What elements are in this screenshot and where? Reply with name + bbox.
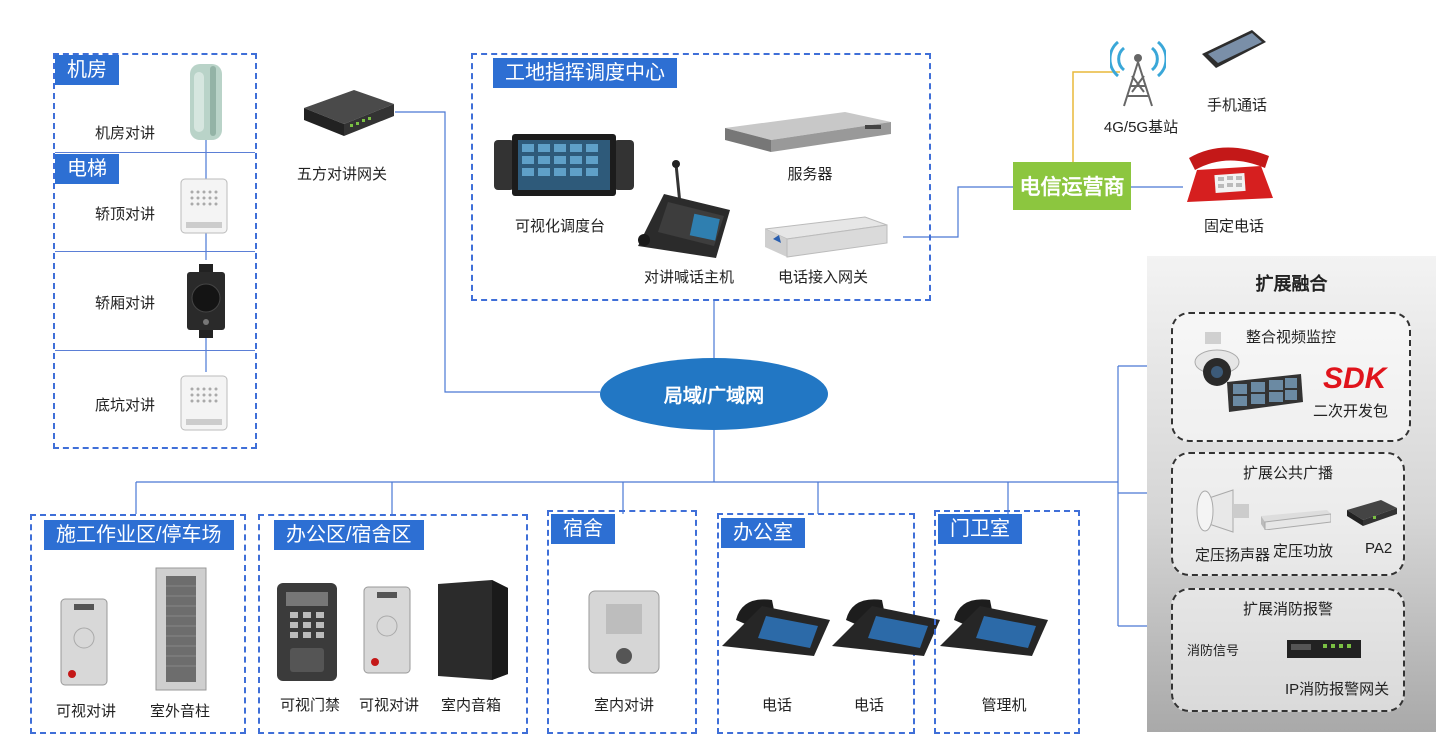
tag-command-center: 工地指挥调度中心 [493,58,677,88]
intercom-host-label: 对讲喊话主机 [643,269,735,286]
divider [55,350,255,351]
speaker-panel-icon [180,178,228,239]
tag-office-dorm-zone: 办公区/宿舍区 [274,520,424,550]
tag-server-room: 机房 [55,55,119,85]
horn-speaker-icon [1193,482,1253,543]
fire-alarm-box: 扩展消防报警 消防信号 IP消防报警网关 [1171,588,1405,712]
fire-gateway-label: IP消防报警网关 [1285,681,1390,698]
gateway-box-icon [294,84,398,145]
landline-label: 固定电话 [1203,218,1265,235]
dispatch-console-icon [494,130,634,207]
elevator-room-group [53,53,257,449]
wall-intercom-icon [186,62,226,147]
dispatch-console-label: 可视化调度台 [514,218,606,235]
server-rack-icon [725,110,893,161]
indoor-speaker-label: 室内音箱 [440,697,502,714]
tag-elevator: 电梯 [55,154,119,184]
zone-guard-room [934,510,1080,734]
dome-camera-icon [1191,332,1247,395]
video-surveillance-box: 整合视频监控 SDK 二次开发包 [1171,312,1411,442]
server-room-intercom-label: 机房对讲 [94,125,156,142]
amplifier-label: 定压功放 [1273,543,1334,560]
outdoor-speaker-column-label: 室外音柱 [149,703,211,720]
access-control-label: 可视门禁 [279,697,341,714]
monitor-wall-icon [1227,372,1305,421]
indoor-intercom-label: 室内对讲 [593,697,655,714]
server-label: 服务器 [787,166,833,183]
five-party-gateway-label: 五方对讲网关 [296,166,388,183]
amplifier-icon [1261,508,1332,535]
base-station-label: 4G/5G基站 [1103,119,1179,136]
construction-video-intercom-label: 可视对讲 [55,703,117,720]
outdoor-speaker-column-icon [152,566,210,697]
sdk-logo: SDK [1323,362,1387,395]
public-broadcast-box: 扩展公共广播 定压扬声器 定压功放 PA2 [1171,452,1405,576]
command-center-group [471,53,931,301]
mobile-call-label: 手机通话 [1206,97,1268,114]
mobile-phone-icon [1200,28,1268,77]
indoor-speaker-icon [436,580,510,685]
management-unit-label: 管理机 [981,697,1027,714]
pit-intercom-label: 底坑对讲 [94,397,156,414]
horn-speaker-label: 定压扬声器 [1195,547,1271,564]
intercom-host-phone-icon [634,160,738,265]
car-top-intercom-label: 轿顶对讲 [94,206,156,223]
fire-signal-label: 消防信号 [1187,643,1240,658]
tag-dormitory-zone: 宿舍 [551,514,615,544]
fire-alarm-gateway-icon [1285,636,1363,667]
lan-wan-network: 局域/广域网 [600,358,828,430]
tag-office-zone: 办公室 [721,518,805,548]
fire-alarm-title: 扩展消防报警 [1242,601,1333,618]
access-control-icon [276,582,338,687]
car-intercom-label: 轿厢对讲 [94,295,156,312]
cell-tower-icon [1108,36,1168,113]
tag-guard-room-zone: 门卫室 [938,514,1022,544]
extension-title: 扩展融合 [1255,274,1328,294]
indoor-intercom-icon [588,590,660,679]
zone-dormitory [547,510,697,734]
public-broadcast-title: 扩展公共广播 [1242,465,1333,482]
office-phone-label: 电话 [761,697,793,714]
video-intercom-icon [363,586,411,679]
tag-construction-zone: 施工作业区/停车场 [44,520,234,550]
phone-gateway-label: 电话接入网关 [777,269,869,286]
pa2-device-icon [1345,498,1399,533]
car-intercom-icon [185,264,227,343]
video-surveillance-title: 整合视频监控 [1245,329,1336,346]
video-intercom-icon [60,598,108,691]
speaker-panel-icon [180,375,228,436]
zone-office-dorm [258,514,528,734]
phone-gateway-icon [763,215,889,264]
divider [55,251,255,252]
desk-phone-icon [722,596,832,663]
sdk-description: 二次开发包 [1313,403,1389,420]
management-phone-icon [940,596,1050,663]
office-phone-label-2: 电话 [853,697,885,714]
pa2-label: PA2 [1365,540,1393,557]
desk-phone-icon [832,596,942,663]
landline-phone-icon [1183,140,1275,209]
telecom-carrier-node: 电信运营商 [1013,162,1131,210]
office-video-intercom-label: 可视对讲 [358,697,420,714]
divider [55,152,255,153]
zone-construction [30,514,246,734]
